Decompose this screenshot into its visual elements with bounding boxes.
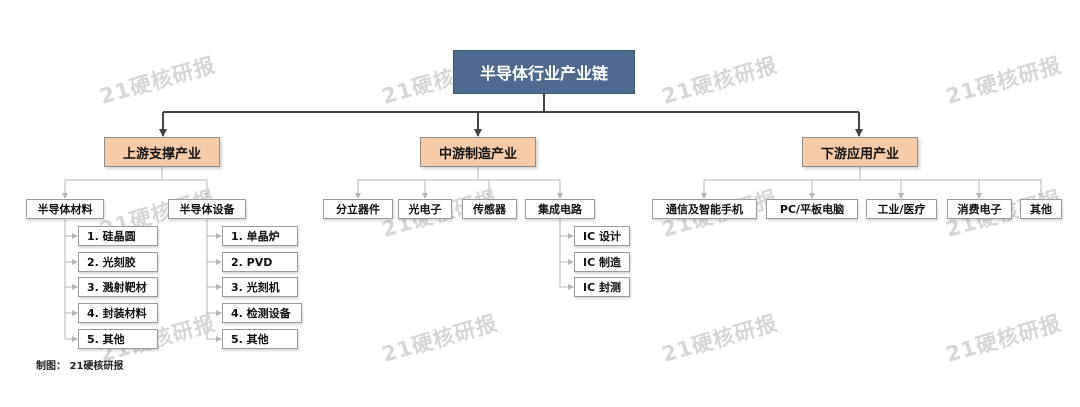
downstream-item: PC/平板电脑	[766, 199, 858, 219]
equipment-item: 5. 其他	[222, 329, 298, 349]
materials-item: 2. 光刻胶	[78, 252, 158, 272]
materials-item: 1. 硅晶圆	[78, 226, 158, 246]
downstream-item: 通信及智能手机	[652, 199, 757, 219]
equipment-node: 半导体设备	[168, 199, 246, 219]
root-node: 半导体行业产业链	[453, 50, 635, 94]
midstream-node: 中游制造产业	[420, 137, 536, 167]
ic-item: IC 封测	[574, 277, 630, 297]
materials-item: 5. 其他	[78, 329, 158, 349]
midstream-item: 传感器	[462, 199, 517, 219]
caption: 制图： 21硬核研报	[36, 361, 124, 372]
midstream-item: 光电子	[398, 199, 452, 219]
downstream-item: 其他	[1020, 199, 1062, 219]
downstream-item: 消费电子	[947, 199, 1012, 219]
integrated-circuit-node: 集成电路	[525, 199, 595, 219]
midstream-item: 分立器件	[323, 199, 393, 219]
equipment-item: 1. 单晶炉	[222, 226, 298, 246]
equipment-item: 2. PVD	[222, 252, 298, 272]
materials-item: 3. 溅射靶材	[78, 277, 158, 297]
materials-item: 4. 封装材料	[78, 303, 158, 323]
equipment-item: 3. 光刻机	[222, 277, 298, 297]
equipment-item: 4. 检测设备	[222, 303, 302, 323]
downstream-item: 工业/医疗	[866, 199, 937, 219]
upstream-node: 上游支撑产业	[104, 137, 220, 167]
ic-item: IC 制造	[574, 252, 630, 272]
downstream-node: 下游应用产业	[802, 137, 918, 167]
ic-item: IC 设计	[574, 226, 630, 246]
materials-node: 半导体材料	[26, 199, 104, 219]
